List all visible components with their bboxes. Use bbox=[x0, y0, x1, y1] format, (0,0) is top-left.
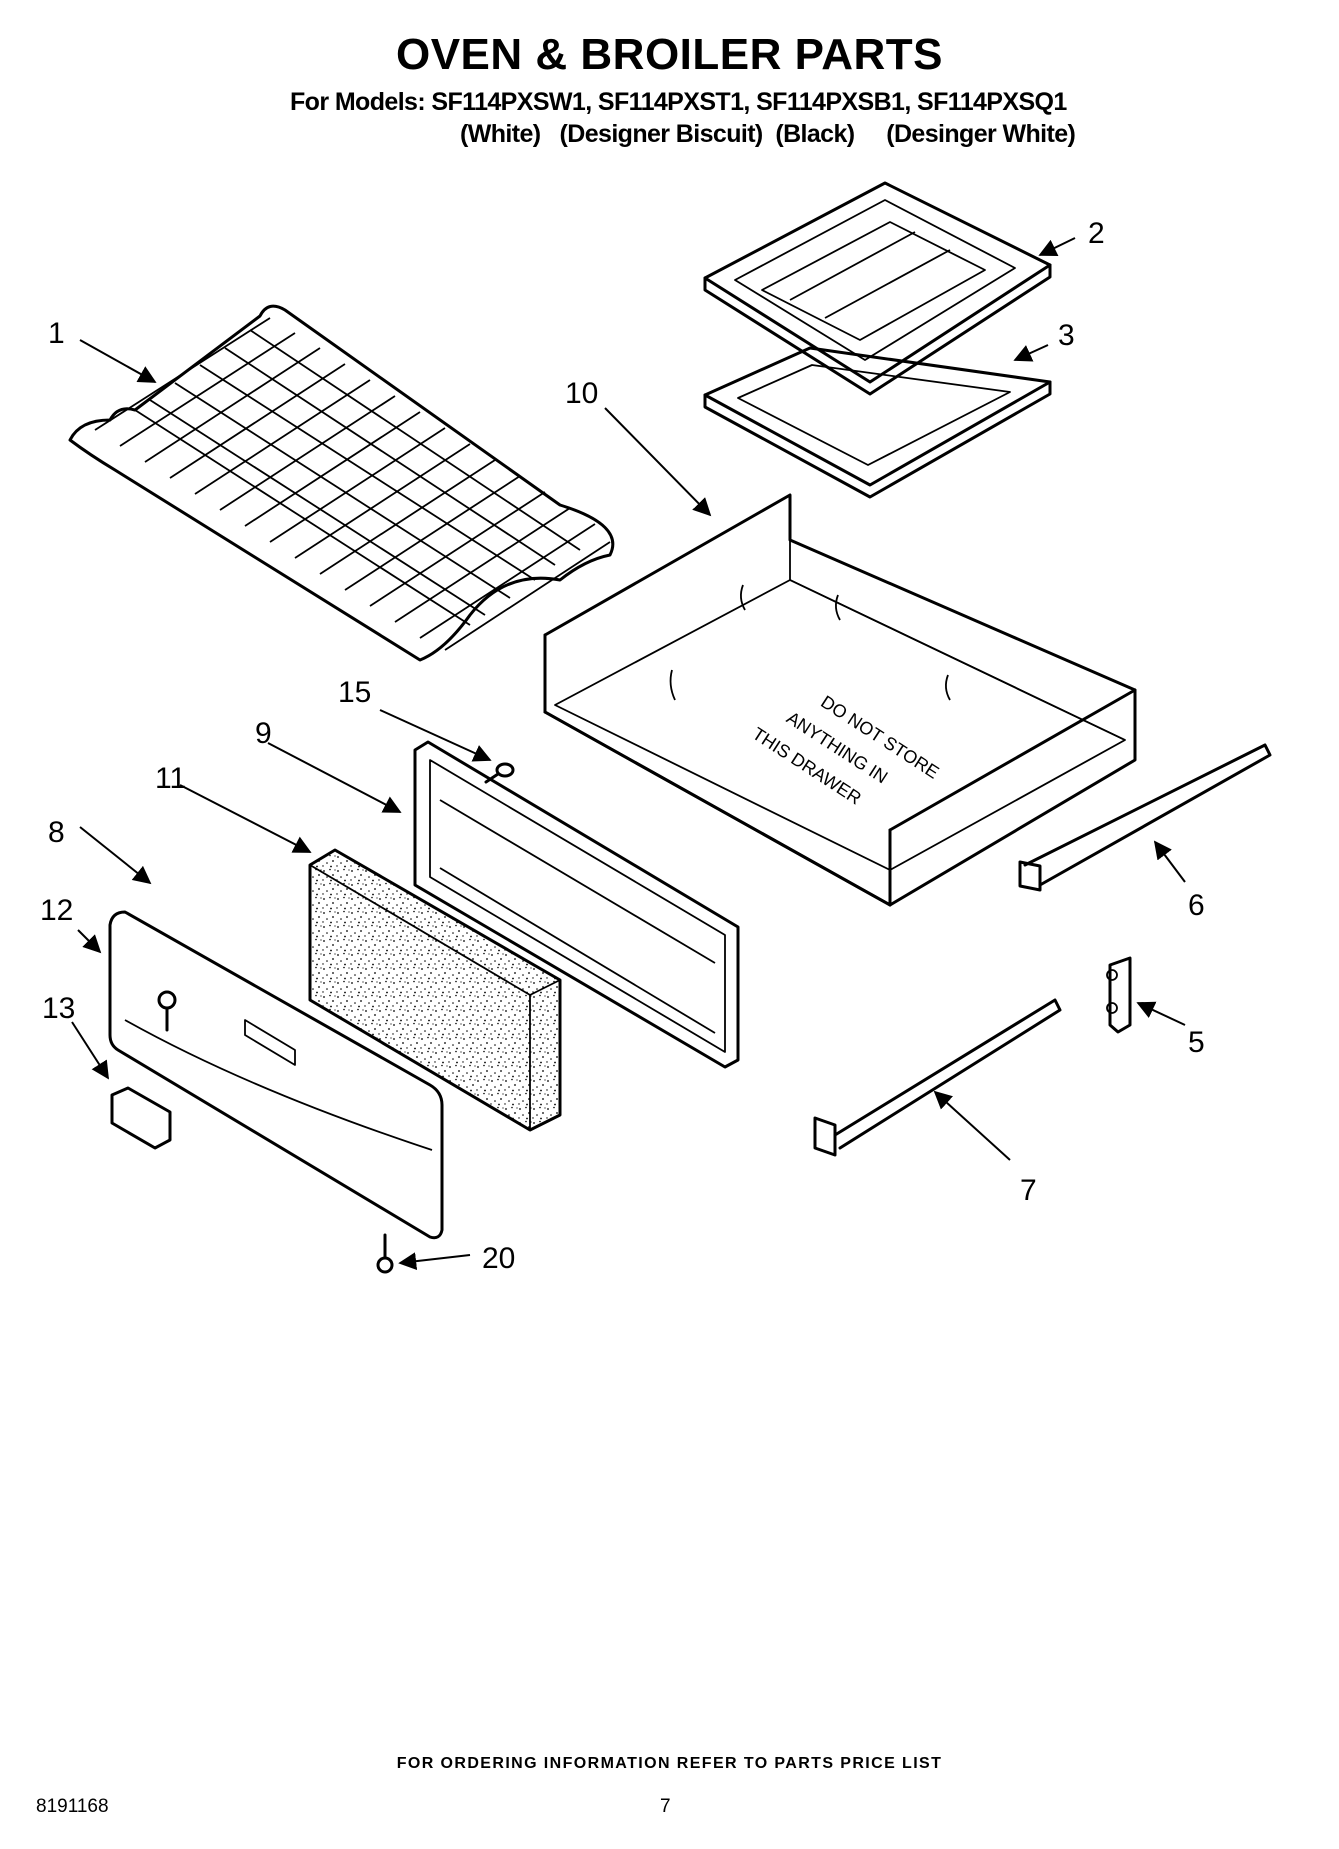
drawer-warning-label: DO NOT STORE ANYTHING IN THIS DRAWER bbox=[749, 692, 943, 809]
page-number: 7 bbox=[660, 1796, 671, 1817]
screw-bottom bbox=[376, 1233, 394, 1274]
callout-6: 6 bbox=[1188, 889, 1205, 922]
callout-7: 7 bbox=[1020, 1174, 1037, 1207]
callout-15: 15 bbox=[338, 676, 371, 709]
drawer-inner-panel bbox=[413, 740, 740, 1069]
storage-drawer bbox=[543, 493, 1137, 907]
callout-11: 11 bbox=[155, 762, 186, 795]
drawer-handle bbox=[110, 1086, 172, 1150]
broiler-liner bbox=[703, 346, 1052, 499]
callout-13: 13 bbox=[42, 992, 75, 1025]
callout-5: 5 bbox=[1188, 1026, 1205, 1059]
callout-9: 9 bbox=[255, 717, 272, 750]
ordering-note: FOR ORDERING INFORMATION REFER TO PARTS … bbox=[396, 1755, 943, 1772]
callout-12: 12 bbox=[40, 894, 73, 927]
callout-labels: 1 2 3 10 15 9 11 8 12 13 6 5 7 20 bbox=[40, 217, 1205, 1275]
slide-rail-right bbox=[1018, 743, 1272, 892]
models-line: For Models: SF114PXSW1, SF114PXST1, SF11… bbox=[290, 88, 1067, 116]
screw-panel bbox=[484, 762, 515, 784]
callout-20: 20 bbox=[482, 1242, 515, 1275]
callout-10: 10 bbox=[565, 377, 598, 410]
slide-rail-left bbox=[813, 998, 1062, 1157]
drawer-insulation bbox=[308, 848, 562, 1132]
document-number: 8191168 bbox=[36, 1796, 109, 1817]
broiler-pan bbox=[703, 181, 1052, 396]
rail-bracket bbox=[1106, 956, 1132, 1034]
callout-3: 3 bbox=[1058, 319, 1075, 352]
oven-rack bbox=[68, 304, 615, 662]
leader-lines bbox=[71, 237, 1186, 1271]
callout-1: 1 bbox=[48, 317, 65, 350]
callout-8: 8 bbox=[48, 816, 65, 849]
screw-top bbox=[157, 990, 177, 1032]
page-title: OVEN & BROILER PARTS bbox=[395, 30, 943, 79]
callout-2: 2 bbox=[1088, 217, 1105, 250]
drawer-front-panel bbox=[108, 910, 444, 1240]
variants-line: (White) (Designer Biscuit) (Black) (Desi… bbox=[460, 120, 1076, 148]
